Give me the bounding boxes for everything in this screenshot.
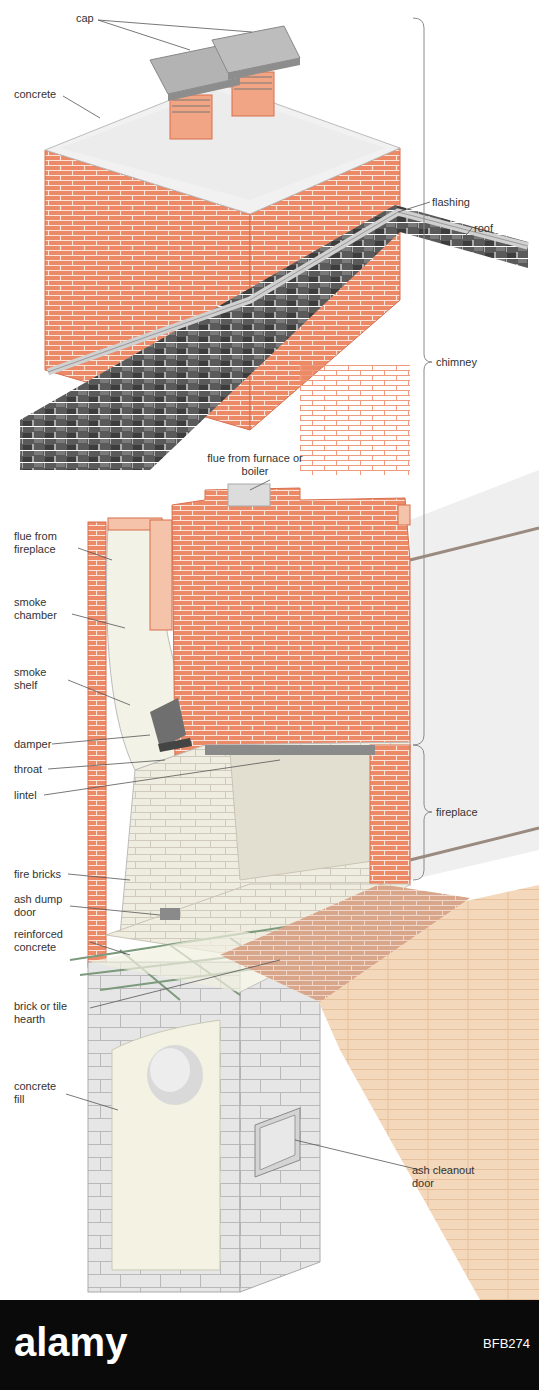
drawing-part bbox=[220, 884, 470, 1002]
drawing-part bbox=[150, 520, 172, 630]
drawing-part bbox=[230, 748, 380, 880]
leader-lines bbox=[44, 20, 472, 1170]
drawing-part bbox=[98, 20, 252, 32]
room-wall bbox=[410, 470, 539, 880]
part-label: flue from furnace or boiler bbox=[200, 452, 310, 478]
drawing-part bbox=[147, 1045, 203, 1105]
drawing-part bbox=[172, 488, 410, 762]
drawing-part bbox=[255, 1108, 300, 1177]
drawing-part bbox=[48, 760, 165, 769]
drawing-part bbox=[70, 906, 160, 915]
drawing-part bbox=[60, 90, 385, 200]
part-label: brick or tile hearth bbox=[14, 1000, 86, 1026]
part-label: chimney bbox=[436, 356, 506, 369]
drawing-part bbox=[66, 1094, 118, 1110]
part-label: flashing bbox=[432, 196, 502, 209]
drawing-part bbox=[250, 480, 270, 490]
drawing-part bbox=[150, 1048, 190, 1092]
bracket bbox=[413, 745, 432, 880]
watermark: BFB274 bbox=[440, 1336, 530, 1352]
drawing-part bbox=[72, 614, 125, 628]
drawing-part bbox=[52, 735, 150, 744]
part-label: concrete fill bbox=[14, 1080, 66, 1106]
part-label: damper bbox=[14, 738, 74, 751]
drawing-part bbox=[48, 212, 528, 372]
drawing-part bbox=[462, 228, 472, 240]
drawing-part bbox=[90, 942, 130, 955]
drawing-part bbox=[88, 962, 240, 1292]
drawing-part bbox=[205, 745, 375, 755]
drawing-part bbox=[68, 874, 130, 880]
drawing-part bbox=[90, 960, 280, 1008]
drawing-part bbox=[160, 908, 180, 920]
part-label: fire bricks bbox=[14, 868, 84, 881]
part-label: ash dump door bbox=[14, 893, 70, 919]
part-label: roof bbox=[474, 222, 524, 235]
drawing-part bbox=[20, 205, 528, 470]
floor bbox=[220, 884, 539, 1300]
part-label: ash cleanout door bbox=[412, 1164, 484, 1190]
drawing-part bbox=[410, 528, 539, 560]
watermark: alamy bbox=[14, 1318, 194, 1366]
drawing-part bbox=[78, 548, 112, 560]
drawing-part bbox=[228, 484, 270, 506]
drawing-part bbox=[88, 522, 106, 967]
drawing-part bbox=[410, 470, 539, 880]
drawing-part bbox=[295, 1140, 420, 1170]
drawing-part bbox=[44, 760, 280, 795]
drawing-part bbox=[410, 828, 539, 860]
drawing-part bbox=[228, 58, 300, 80]
part-label: reinforced concrete bbox=[14, 928, 86, 954]
drawing-part bbox=[63, 96, 100, 118]
part-label: smoke shelf bbox=[14, 666, 69, 692]
drawing-part bbox=[168, 78, 240, 101]
part-label: smoke chamber bbox=[14, 596, 76, 622]
drawing-part bbox=[300, 365, 410, 475]
drawing-part bbox=[398, 505, 410, 525]
bracket bbox=[413, 18, 432, 745]
part-label: concrete bbox=[14, 88, 74, 101]
drawing-part bbox=[48, 212, 528, 372]
drawing-part bbox=[260, 1115, 295, 1170]
drawing-part bbox=[398, 202, 430, 212]
chimney-top bbox=[20, 26, 528, 475]
drawing-part bbox=[68, 680, 130, 705]
drawing-part bbox=[370, 745, 410, 885]
part-label: throat bbox=[14, 763, 74, 776]
drawing-part bbox=[112, 1020, 220, 1270]
part-label: lintel bbox=[14, 789, 74, 802]
part-label: cap bbox=[76, 12, 116, 25]
drawing-part bbox=[240, 952, 320, 1292]
footer-bar bbox=[0, 1300, 539, 1390]
drawing-part bbox=[98, 20, 190, 50]
part-label: flue from fireplace bbox=[14, 530, 76, 556]
drawing-part bbox=[158, 738, 192, 752]
drawing-part bbox=[170, 95, 212, 139]
drawing-part bbox=[45, 82, 400, 214]
part-label: fireplace bbox=[436, 806, 516, 819]
